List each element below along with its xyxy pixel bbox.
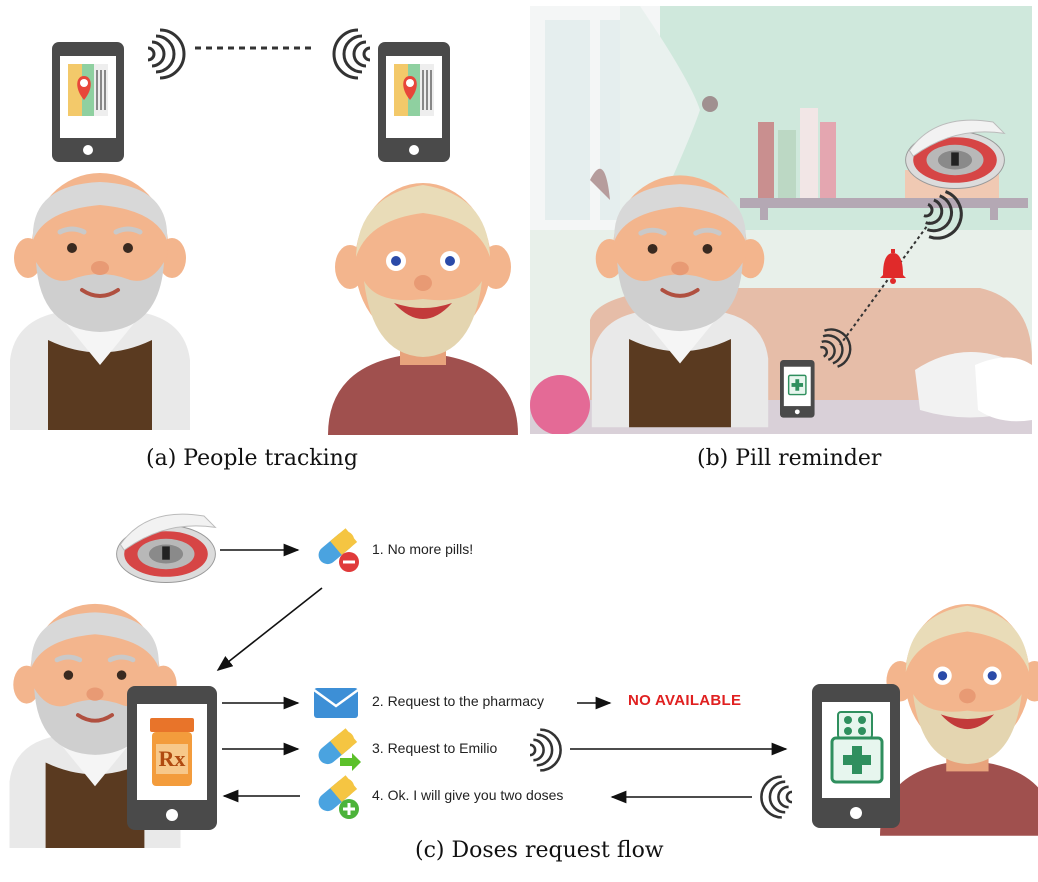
reminder-link-line (839, 221, 931, 346)
phone-pharmacy: Rx (127, 686, 217, 830)
pill-dispenser (116, 513, 216, 583)
emilio-man (880, 603, 1038, 836)
step-2-label: 2. Request to the pharmacy (372, 693, 544, 709)
book (778, 130, 796, 198)
caption-c: (c) Doses request flow (415, 838, 664, 863)
step-4-label: 4. Ok. I will give you two doses (372, 787, 564, 803)
elderly-man-right (328, 183, 518, 435)
caption-b: (b) Pill reminder (697, 446, 882, 471)
map-pin-icon (67, 63, 109, 117)
bell-icon (880, 249, 906, 284)
svg-text:Rx: Rx (159, 746, 186, 771)
book (758, 122, 774, 198)
pill-plus-icon (314, 774, 359, 819)
pill-forward-icon (314, 727, 361, 771)
book (820, 122, 836, 198)
curtain (620, 6, 700, 250)
panel-b-pill-reminder (530, 6, 1032, 434)
panel-c-doses-request-flow: Rx (10, 513, 1038, 848)
phone-left (52, 42, 124, 162)
wifi-signal-icon (528, 728, 562, 772)
medical-kit-icon (830, 711, 884, 784)
arrow (216, 587, 323, 671)
step-3-label: 3. Request to Emilio (372, 740, 498, 756)
step-2-status: NO AVAILABLE (628, 692, 742, 709)
ball (530, 375, 590, 434)
wifi-signal-icon (760, 775, 794, 819)
plant (590, 168, 610, 200)
map-pin-icon (393, 63, 435, 117)
phone-emilio (812, 684, 900, 828)
phone-right (378, 42, 450, 162)
wifi-signal-icon (332, 28, 372, 80)
elderly-man-left (10, 173, 190, 430)
shelf (740, 198, 1028, 208)
rx-bottle-icon: Rx (150, 718, 194, 786)
phone-small (780, 360, 815, 418)
pill-minus-icon (314, 527, 359, 572)
panel-a-people-tracking (10, 28, 518, 435)
mail-icon (313, 688, 359, 718)
book (800, 108, 818, 198)
pillow (975, 357, 1032, 422)
medical-kit-icon (787, 374, 807, 396)
wifi-signal-icon (146, 28, 186, 80)
step-1-label: 1. No more pills! (372, 541, 474, 557)
caption-a: (a) People tracking (146, 446, 358, 471)
